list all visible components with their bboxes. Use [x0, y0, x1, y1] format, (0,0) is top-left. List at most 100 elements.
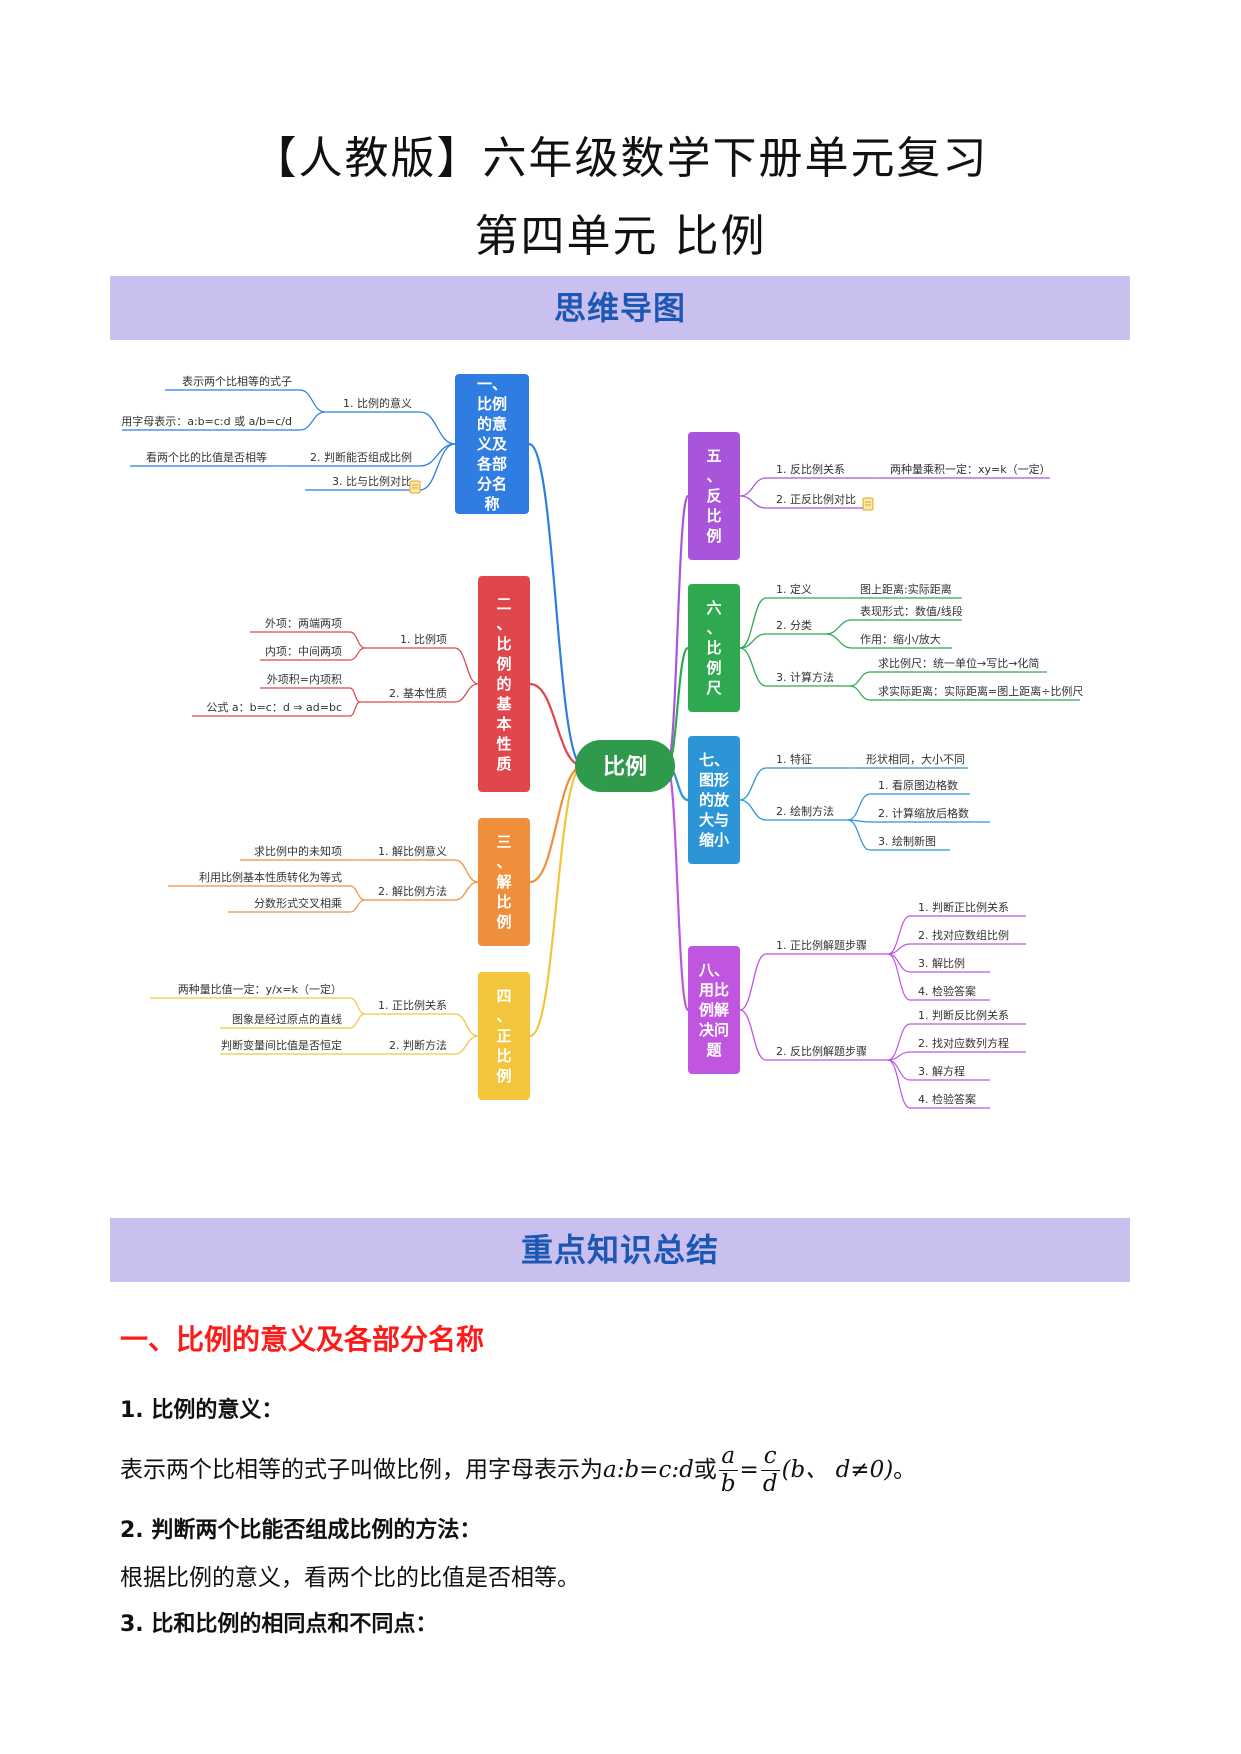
b2-title-text: 例 [496, 655, 511, 673]
b8-leaf-label: 4. 检验答案 [918, 984, 976, 998]
b6-item-connector [739, 633, 767, 649]
b6-leaf-label: 求比例尺：统一单位→写比→化简 [878, 656, 1039, 670]
b2-title-box [478, 576, 530, 792]
b3-leaf-connector [349, 899, 366, 913]
b8-leaf-connector [887, 953, 911, 973]
proportion-expression: a:b=c:d [603, 1457, 694, 1483]
b8-leaf-label: 3. 解方程 [918, 1064, 965, 1078]
or-word: 或 [693, 1457, 717, 1483]
b6-leaf-connector [849, 685, 871, 701]
b4-leaf-label: 图象是经过原点的直线 [232, 1012, 342, 1026]
b2-item-connector [454, 647, 479, 685]
b6-leaf-label: 图上距离:实际距离 [860, 582, 952, 596]
b6-leaf-label: 作用：缩小/放大 [860, 632, 941, 646]
b3-title-text: 例 [496, 913, 511, 931]
b7-item-connector [739, 799, 767, 821]
b1-item-connector [419, 443, 456, 491]
b2-title-text: 二 [496, 595, 511, 613]
b2-title-text: 基 [495, 695, 512, 713]
b8-leaf-connector [887, 915, 911, 955]
point-2-text: 根据比例的意义，看两个比的比值是否相等。 [120, 1565, 580, 1591]
b3-leaf-label: 分数形式交叉相乘 [254, 896, 342, 910]
b6-leaf-connector [825, 633, 853, 649]
b2-leaf-connector [349, 631, 366, 649]
b5-title-text: 、 [706, 467, 721, 485]
b4-title-text: 正 [496, 1027, 511, 1045]
b4-title-text: 、 [496, 1007, 511, 1025]
b7-leaf-label: 形状相同，大小不同 [866, 752, 965, 766]
b8-leaf-label: 1. 判断正比例关系 [918, 900, 1009, 914]
b1-title-text: 一、 [477, 375, 507, 393]
b3-title-text: 三 [496, 833, 511, 851]
b2-title-text: 本 [496, 715, 511, 733]
b1-title-text: 分名 [477, 475, 507, 493]
b4-leaf-label: 两种量比值一定：y/x=k（一定） [178, 982, 342, 996]
b8-leaf-connector [887, 943, 911, 955]
b2-title-text: 、 [496, 615, 511, 633]
b4-item-connector [454, 1013, 479, 1037]
b8-item-label: 2. 反比例解题步骤 [776, 1044, 867, 1058]
b2-item-connector [454, 683, 479, 703]
b2-leaf-label: 外项积=内项积 [267, 672, 342, 686]
b1-item-label: 1. 比例的意义 [343, 396, 412, 410]
b8-item-connector [739, 1009, 767, 1061]
sentence-end: 。 [893, 1457, 917, 1483]
b8-leaf-label: 2. 找对应数组比例 [918, 928, 1009, 942]
b6-title-text: 例 [706, 659, 721, 677]
b2-leaf-connector [349, 701, 361, 717]
b6-leaf-label: 求实际距离：实际距离=图上距离÷比例尺 [878, 684, 1083, 698]
b1-leaf-label: 看两个比的比值是否相等 [146, 450, 267, 464]
mindmap-center-label: 比例 [603, 755, 647, 780]
b7-leaf-label: 3. 绘制新图 [878, 834, 936, 848]
b8-title-text: 用比 [699, 981, 729, 999]
b1-title-box [455, 374, 529, 514]
point-2-title: 2. 判断两个比能否组成比例的方法： [120, 1518, 482, 1543]
b1-leaf-label: 表示两个比相等的式子 [182, 374, 292, 388]
point-1-text-a: 表示两个比相等的式子叫做比例，用字母表示为 [120, 1457, 603, 1483]
b5-item-label: 1. 反比例关系 [776, 462, 845, 476]
b5-title-text: 反 [706, 487, 721, 505]
b7-leaf-label: 1. 看原图边格数 [878, 778, 958, 792]
b7-title-box [688, 736, 740, 864]
b3-item-connector [454, 859, 479, 883]
b7-title-text: 大与 [699, 811, 729, 829]
b4-leaf-connector [349, 1013, 366, 1029]
b3-item-connector [454, 881, 479, 901]
b5-item-label: 2. 正反比例对比 [776, 492, 856, 506]
b4-item-label: 2. 判断方法 [389, 1038, 447, 1052]
b4-title-text: 四 [496, 987, 511, 1005]
b7-leaf-connector [847, 793, 871, 821]
section-banner-summary: 重点知识总结 [110, 1218, 1130, 1282]
b2-leaf-label: 公式 a：b=c：d ⇒ ad=bc [206, 701, 342, 714]
b2-title-text: 性 [496, 735, 511, 753]
b4-item-label: 1. 正比例关系 [378, 998, 447, 1012]
b8-title-text: 决问 [699, 1021, 729, 1039]
b8-item-connector [739, 953, 767, 1011]
b3-title-text: 、 [496, 853, 511, 871]
b8-title-text: 题 [706, 1041, 722, 1059]
summary-heading: 一、比例的意义及各部分名称 [120, 1323, 485, 1356]
b6-leaf-connector [825, 619, 853, 635]
b6-title-text: 比 [706, 639, 721, 657]
page-title: 【人教版】六年级数学下册单元复习 [252, 133, 989, 184]
b1-leaf-connector [299, 389, 326, 413]
b1-item-label: 2. 判断能否组成比例 [310, 450, 412, 464]
b6-item-label: 2. 分类 [776, 618, 812, 632]
b5-item-connector [739, 477, 767, 497]
b8-leaf-connector [887, 1059, 911, 1109]
b8-leaf-connector [887, 953, 911, 1001]
nonzero-condition: (b、 d≠0) [781, 1457, 894, 1483]
fraction-c-d-numerator: c [760, 1445, 780, 1471]
b5-leaf-label: 两种量乘积一定：xy=k（一定） [890, 462, 1051, 476]
b3-title-text: 解 [496, 873, 511, 891]
b2-item-label: 2. 基本性质 [389, 686, 447, 700]
b6-title-text: 六 [706, 599, 721, 617]
note-icon [409, 480, 421, 494]
b1-leaf-connector [299, 411, 326, 431]
b1-title-text: 比例 [477, 395, 507, 413]
b3-title-text: 比 [496, 893, 511, 911]
fraction-c-d-denominator: d [762, 1471, 778, 1497]
fraction-a-b-denominator: b [720, 1471, 736, 1497]
b2-leaf-label: 内项：中间两项 [265, 644, 342, 658]
